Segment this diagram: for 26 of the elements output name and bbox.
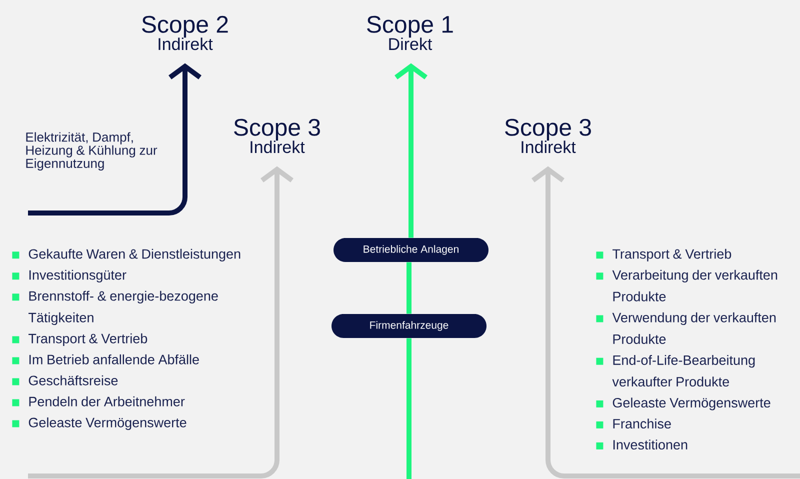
arrow [28,63,202,216]
list-item: Geleaste Vermögenswerte [28,417,186,430]
list-item: Brennstoff- & energie-bezogene Tätigkeiten [28,290,218,326]
list-item: Investitionen [613,440,688,450]
list-item: Franchise [613,418,671,429]
arrow [28,166,294,478]
pill-label: Betriebliche Anlagen [334,238,488,262]
scope-heading: Scope 1 Direkt [367,16,453,50]
list-item: Transport & Vertrieb [612,248,732,262]
list-item: Im Betrieb anfallende Abfälle [29,354,199,364]
scope-heading: Scope 2 Indirekt [142,16,228,50]
arrow [394,63,428,238]
list-item: End-of-Life-Bearbeitung verkaufter Produkte [612,355,755,387]
arrow [532,166,800,478]
pill-label: Firmenfahrzeuge [332,314,486,338]
list-item: Transport & Vertrieb [28,333,148,346]
annotation-text: Elektrizität, Dampf, Heizung & Kühlung zur Eigennutzung [26,132,158,171]
list-item: Geleaste Vermögenswerte [612,398,770,410]
list-item: Gekaufte Waren & Dienstleistungen [28,248,240,262]
scope-heading: Scope 3 Indirekt [234,118,320,154]
scope-heading: Scope 3 Indirekt [505,118,591,154]
list-item: Pendeln der Arbeitnehmer [29,396,185,406]
list-item: Investitionsgüter [29,270,126,282]
list-item: Geschäftsreise [28,375,118,386]
list-item: Verarbeitung der verkauften Produkte [612,270,778,302]
list-item: Verwendung der verkauften Produkte [612,312,776,344]
